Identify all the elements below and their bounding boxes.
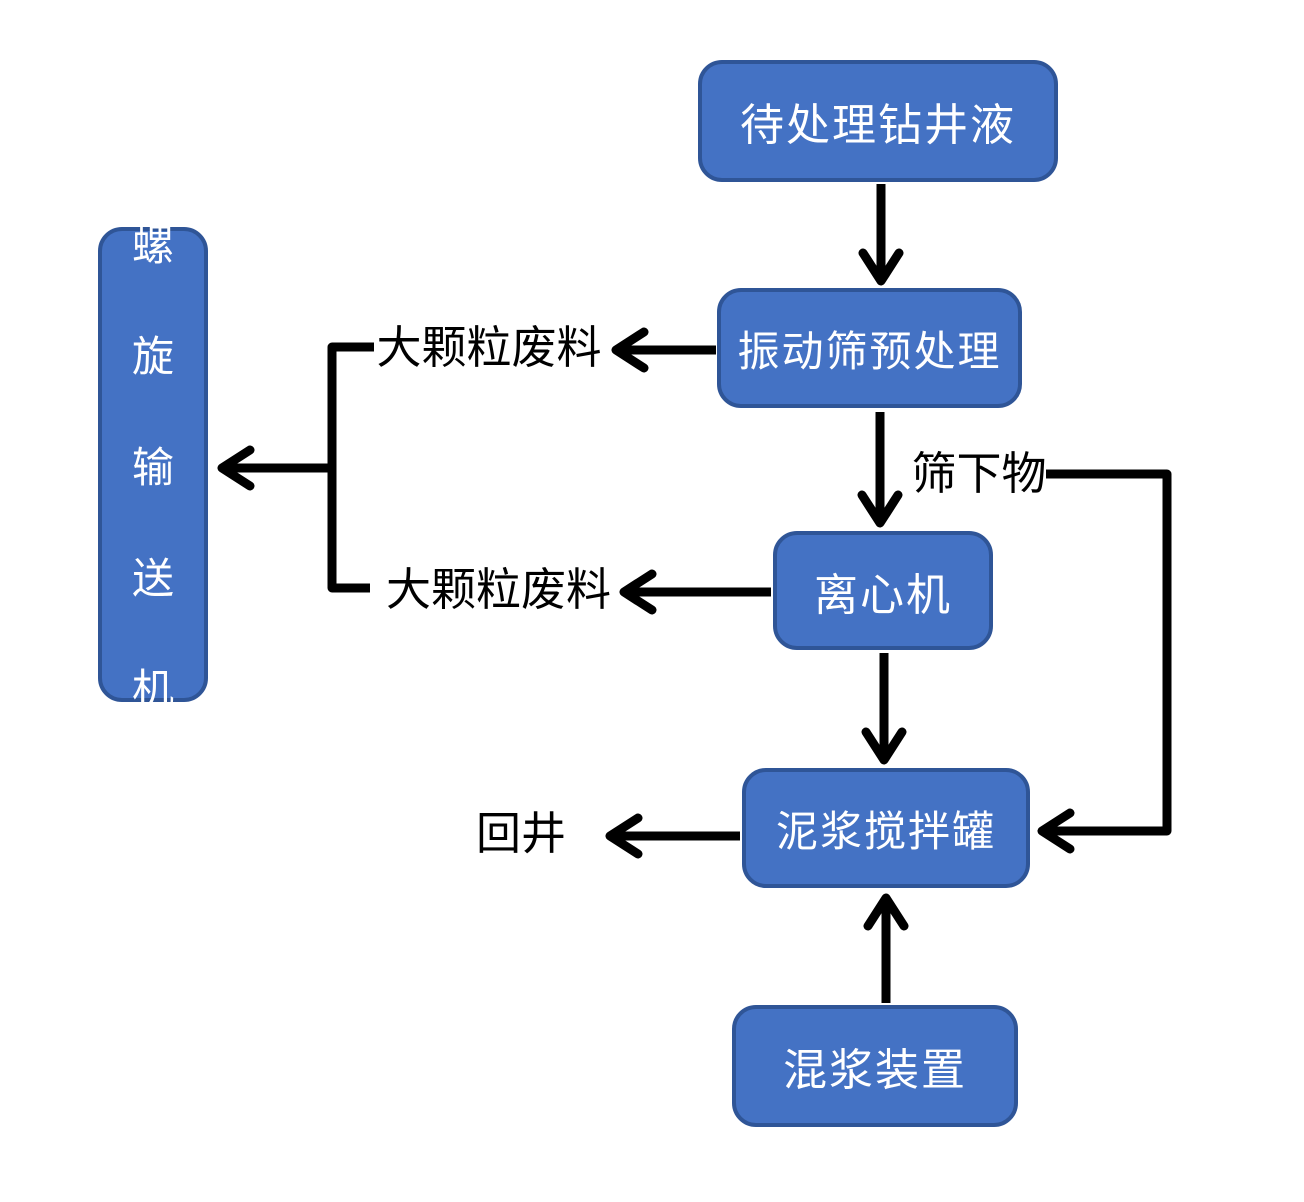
node-tank-label: 泥浆搅拌罐	[775, 809, 996, 856]
node-pending-drilling-fluid: 待处理钻井液	[698, 60, 1058, 182]
node-centrifuge: 离心机	[773, 531, 993, 650]
waste-bracket	[327, 342, 374, 593]
node-screw-char: 输	[131, 446, 174, 492]
label-return-to-well: 回井	[475, 809, 566, 859]
node-screw-char: 旋	[131, 335, 174, 381]
node-screw-conveyor: 螺 旋 输 送 机	[98, 224, 208, 714]
node-slurry-mixing-device: 混浆装置	[732, 1005, 1018, 1127]
node-mixer-label: 混浆装置	[783, 1046, 967, 1095]
label-large-particle-waste-top: 大颗粒废料	[376, 323, 602, 373]
node-shaker-label: 振动筛预处理	[737, 329, 1002, 376]
node-screw-char: 送	[131, 557, 174, 603]
edge-undersize-tank	[1037, 469, 1172, 854]
node-mud-mixing-tank: 泥浆搅拌罐	[742, 768, 1030, 888]
label-large-particle-waste-bottom: 大颗粒废料	[386, 565, 612, 615]
node-pending-label: 待处理钻井液	[740, 101, 1016, 150]
node-centrifuge-label: 离心机	[814, 570, 952, 620]
node-shale-shaker-pretreatment: 振动筛预处理	[717, 288, 1022, 408]
node-screw-char: 螺	[131, 224, 174, 270]
label-undersize-material: 筛下物	[911, 449, 1047, 499]
node-screw-char: 机	[131, 668, 174, 714]
